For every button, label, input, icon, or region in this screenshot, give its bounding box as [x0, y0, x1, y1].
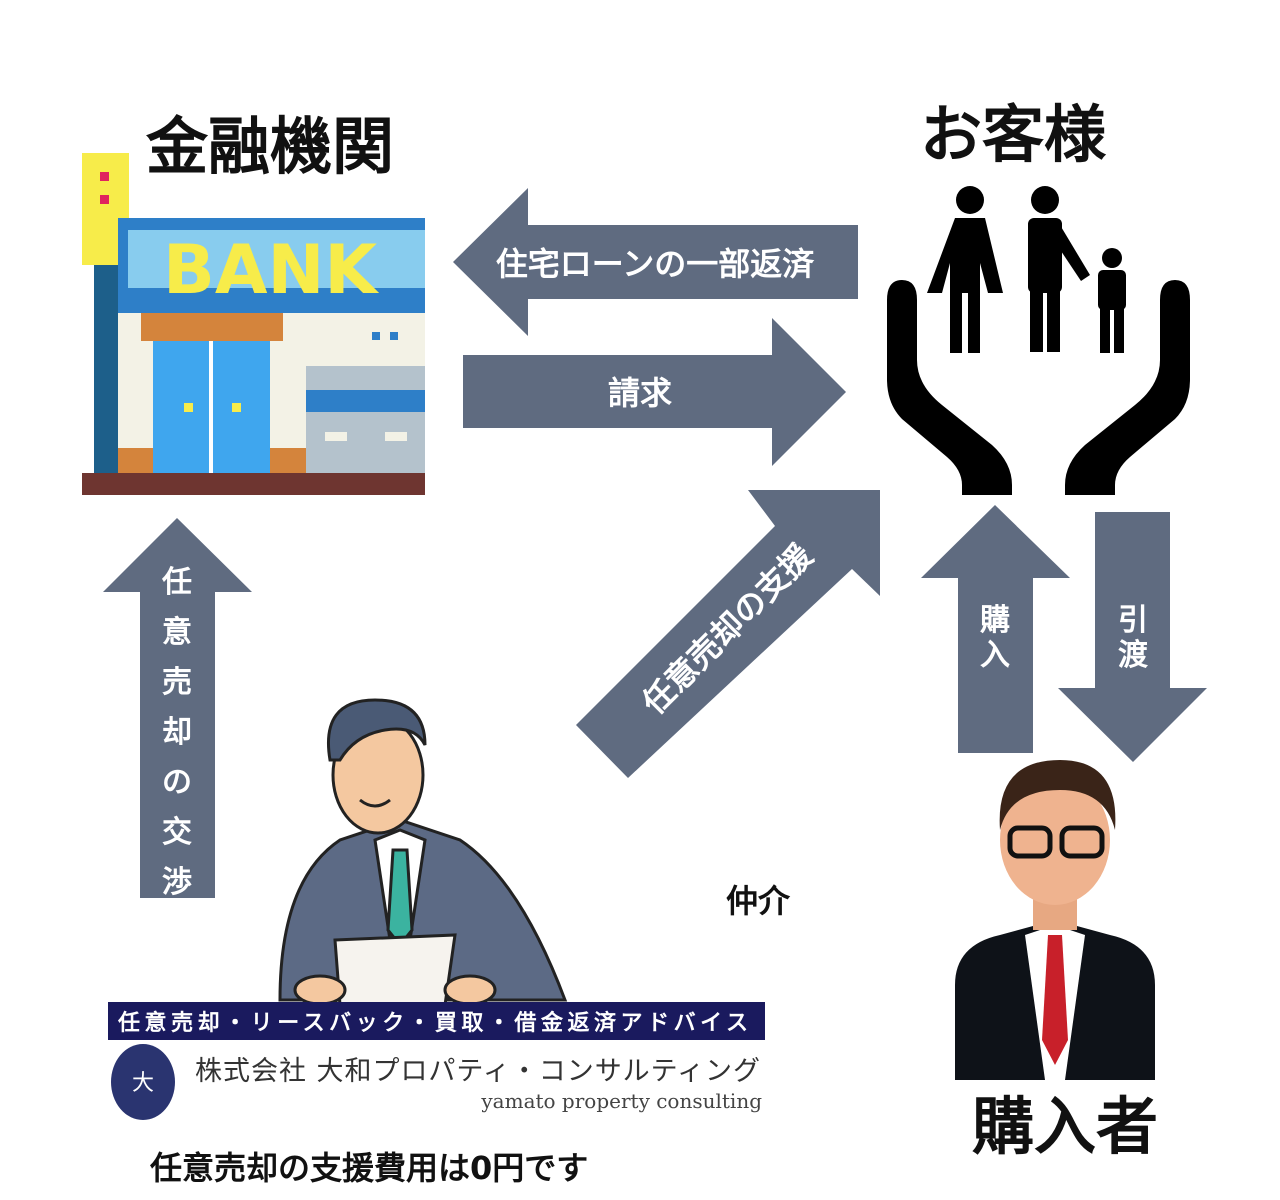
arrow-purchase — [921, 505, 1070, 753]
purchase-label-1: 購 — [980, 603, 1010, 638]
negotiation-label-5: の — [162, 765, 192, 800]
customer-title: お客様 — [920, 98, 1107, 171]
arrow-claim — [463, 318, 846, 466]
arrow-sale-support — [576, 490, 880, 778]
negotiation-label-1: 任 — [161, 565, 192, 600]
footer-note: 任意売却の支援費用は0円です — [150, 1149, 589, 1187]
partial-repayment-label: 住宅ローンの一部返済 — [496, 245, 815, 283]
family-in-hands-icon — [887, 186, 1190, 495]
bank-sign: BANK — [163, 231, 379, 310]
negotiation-label-7: 渉 — [162, 865, 192, 900]
company-logo: 任意売却・リースバック・買取・借金返済アドバイス 大 株式会社 大和プロパティ・… — [108, 1002, 765, 1120]
negotiation-label-6: 交 — [162, 815, 192, 850]
broker-label: 仲介 — [726, 882, 791, 920]
negotiation-label-4: 却 — [162, 715, 192, 750]
businessman-illustration — [278, 698, 568, 1007]
bank-title: 金融機関 — [146, 110, 395, 183]
buyer-title: 購入者 — [972, 1090, 1159, 1163]
arrow-negotiation — [103, 518, 252, 898]
buyer-illustration — [955, 760, 1155, 1080]
arrow-handover — [1058, 512, 1207, 762]
sale-support-label: 任意売却の支援 — [635, 536, 821, 722]
negotiation-label-2: 意 — [162, 615, 192, 650]
svg-text:大: 大 — [132, 1071, 154, 1096]
negotiation-label-3: 売 — [162, 665, 192, 700]
purchase-label-2: 入 — [980, 638, 1010, 673]
logo-company-en: yamato property consulting — [480, 1089, 762, 1113]
arrow-partial-repayment — [453, 188, 858, 336]
claim-label: 請求 — [608, 374, 672, 412]
bank-illustration: BANK — [82, 153, 425, 495]
handover-label-2: 渡 — [1118, 638, 1149, 673]
arrows — [103, 188, 1207, 898]
logo-company-jp: 株式会社 大和プロパティ・コンサルティング — [195, 1056, 760, 1087]
handover-label-1: 引 — [1118, 603, 1148, 638]
